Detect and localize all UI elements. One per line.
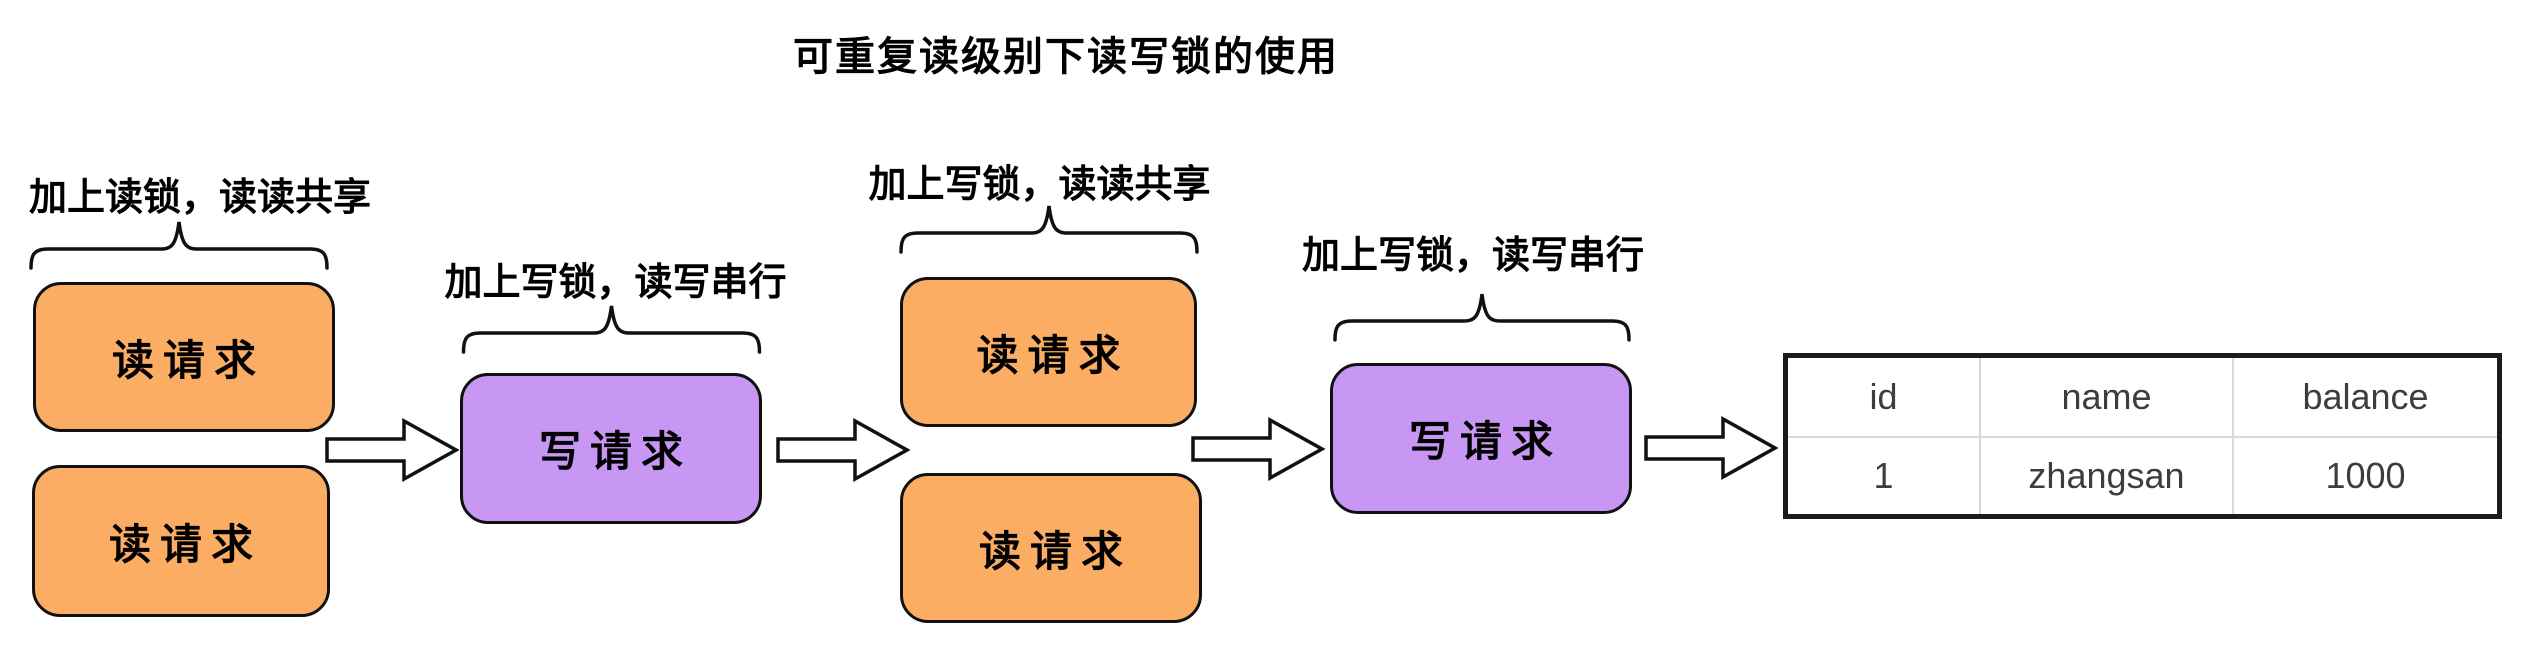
flow-arrow-2-icon — [776, 418, 911, 487]
table-header-row: id name balance — [1784, 354, 2501, 438]
data-cell-balance: 1000 — [2232, 435, 2501, 518]
read-request-box-1: 读请求 — [33, 282, 335, 432]
read-request-box-3-label: 读请求 — [976, 331, 1130, 379]
header-cell-id: id — [1784, 354, 1981, 438]
stage4-brace-icon — [1332, 288, 1632, 347]
stage2-label: 加上写锁，读写串行 — [444, 262, 787, 304]
data-cell-name: zhangsan — [1979, 435, 2234, 518]
write-request-box-2-label: 写请求 — [1408, 418, 1562, 465]
header-cell-name: name — [1979, 354, 2234, 438]
stage1-label: 加上读锁，读读共享 — [28, 177, 371, 219]
write-request-box-2: 写请求 — [1330, 363, 1632, 514]
header-cell-balance: balance — [2232, 354, 2501, 438]
flow-arrow-1-icon — [325, 418, 460, 487]
flow-arrow-4-icon — [1644, 416, 1779, 485]
write-request-box-1-label: 写请求 — [538, 428, 692, 475]
read-request-box-4: 读请求 — [900, 473, 1202, 623]
stage1-brace-icon — [28, 216, 330, 275]
read-request-box-2-label: 读请求 — [108, 520, 262, 568]
read-request-box-3: 读请求 — [900, 277, 1197, 427]
stage3-label: 加上写锁，读读共享 — [868, 164, 1211, 206]
table-row: 1 zhangsan 1000 — [1784, 435, 2501, 518]
stage3-brace-icon — [898, 200, 1200, 259]
data-cell-id: 1 — [1784, 435, 1981, 518]
read-request-box-1-label: 读请求 — [111, 336, 265, 384]
stage4-label: 加上写锁，读写串行 — [1301, 235, 1644, 277]
flow-arrow-3-icon — [1191, 417, 1326, 486]
diagram-title: 可重复读级别下读写锁的使用 — [793, 35, 1339, 79]
stage2-brace-icon — [460, 300, 763, 359]
read-request-box-2: 读请求 — [32, 465, 330, 617]
result-table: id name balance 1 zhangsan 1000 — [1783, 353, 2502, 519]
write-request-box-1: 写请求 — [460, 373, 762, 524]
read-request-box-4-label: 读请求 — [978, 527, 1132, 575]
